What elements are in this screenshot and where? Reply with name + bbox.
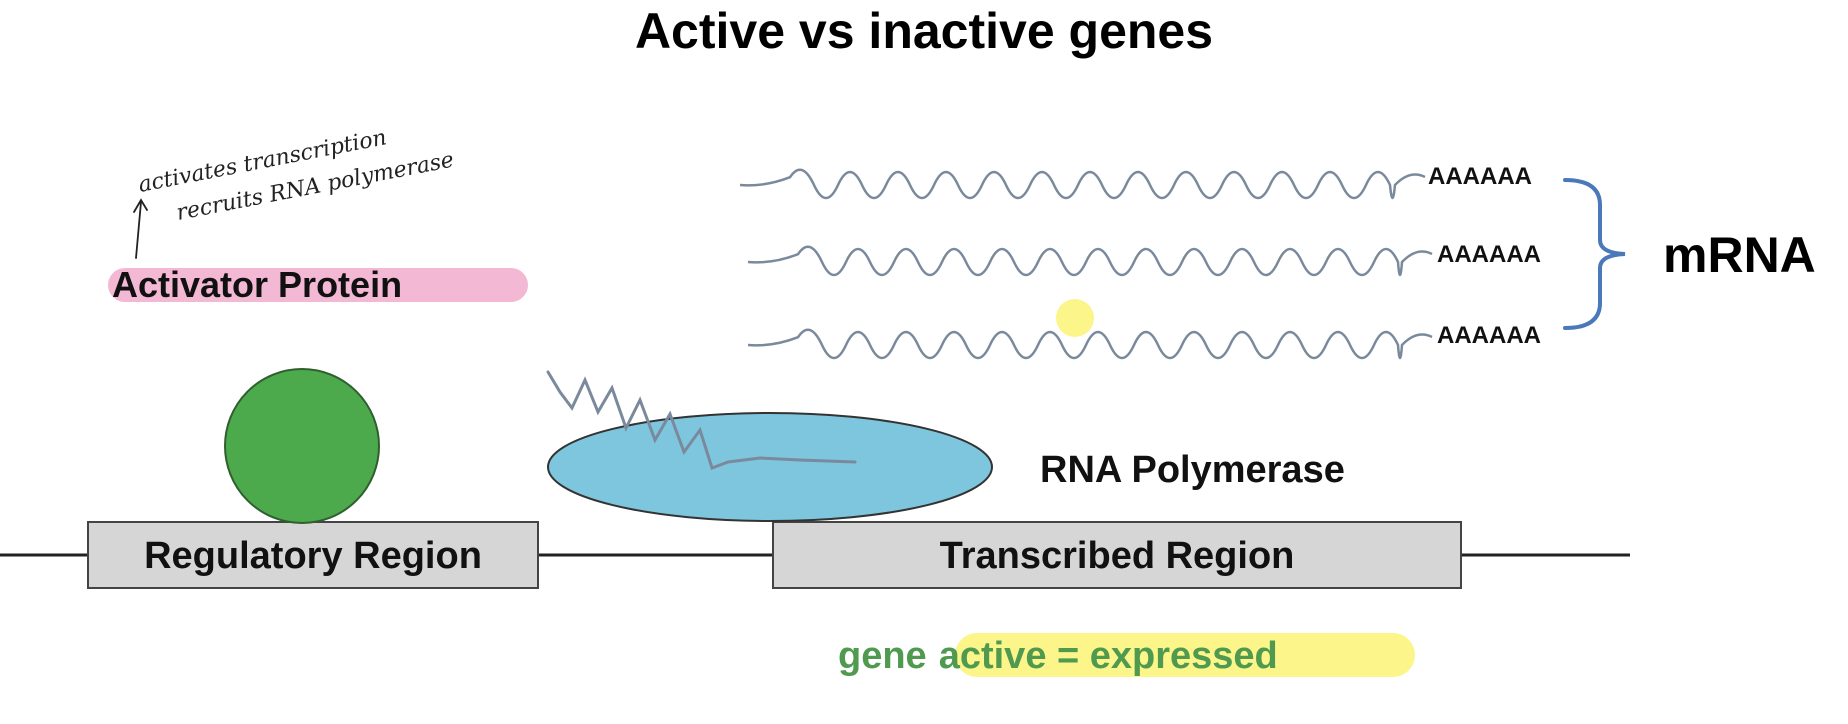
- gene-status: gene active = expressed: [838, 635, 1278, 677]
- mrna-strand: [739, 168, 1426, 200]
- activator-protein-shape: [224, 368, 380, 524]
- handwritten-annotation: activates transcription recruits RNA pol…: [136, 125, 456, 226]
- mrna-bracket: [1563, 178, 1626, 330]
- mrna-label: mRNA: [1663, 227, 1816, 283]
- mrna-strand: [747, 328, 1433, 360]
- activator-highlight: [108, 268, 528, 302]
- status-text: active = expressed: [939, 635, 1278, 677]
- poly-a-tail: AAAAAA: [1428, 163, 1532, 190]
- transcribed-region-label: Transcribed Region: [940, 535, 1295, 577]
- annotation-arrow: [133, 198, 148, 259]
- status-highlight: [955, 633, 1415, 677]
- rna-polymerase-shape: [547, 412, 993, 522]
- poly-a-tail: AAAAAA: [1437, 322, 1541, 349]
- gene-word: gene: [838, 635, 927, 677]
- highlighter-dot: [1056, 299, 1094, 337]
- transcribed-region-box: [772, 521, 1462, 589]
- activator-protein-label: Activator Protein: [112, 264, 402, 305]
- mrna-strand: [747, 245, 1433, 277]
- regulatory-region-label: Regulatory Region: [144, 535, 482, 577]
- rna-polymerase-label: RNA Polymerase: [1040, 449, 1345, 491]
- poly-a-tail: AAAAAA: [1437, 241, 1541, 268]
- slide-title: Active vs inactive genes: [634, 3, 1214, 59]
- nascent-rna: [546, 370, 857, 470]
